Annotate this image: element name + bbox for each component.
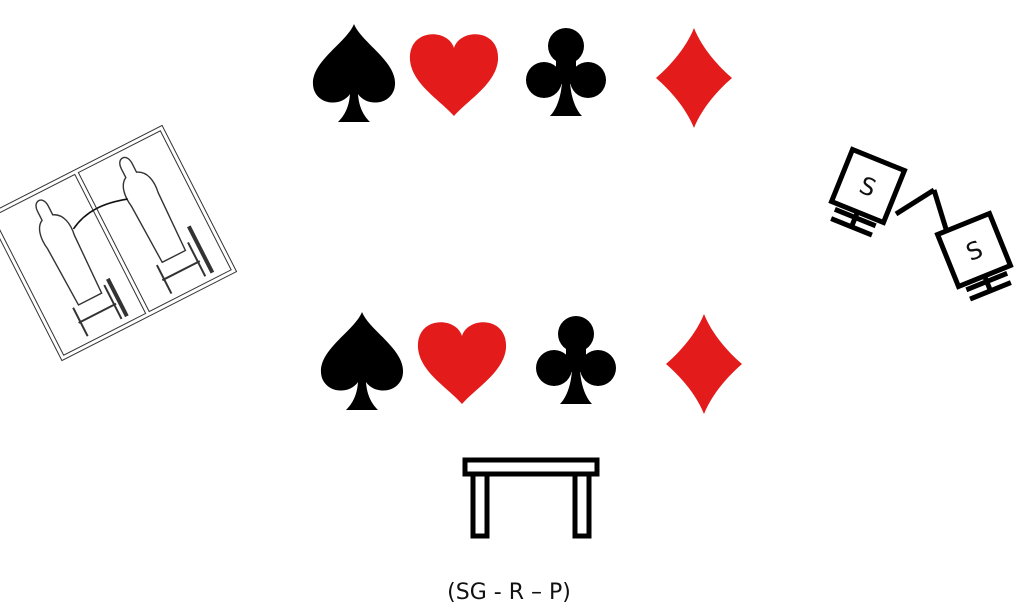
silhouette-target-stands-icon (0, 125, 237, 360)
s-target-screen: S (938, 214, 1017, 302)
s-target-screens-icon: S S (826, 150, 1017, 302)
club-icon (526, 28, 606, 116)
suit-row-bottom (321, 312, 742, 414)
table-icon (465, 460, 597, 536)
club-icon (536, 316, 616, 404)
diamond-icon (656, 28, 732, 128)
spade-icon (313, 24, 395, 122)
caption: (SG - R – P) (0, 580, 1018, 605)
s-target-screen: S (826, 150, 905, 238)
diamond-icon (666, 314, 742, 414)
spade-icon (321, 312, 403, 410)
heart-icon (410, 34, 498, 116)
heart-icon (418, 322, 506, 404)
suit-row-top (313, 24, 732, 128)
